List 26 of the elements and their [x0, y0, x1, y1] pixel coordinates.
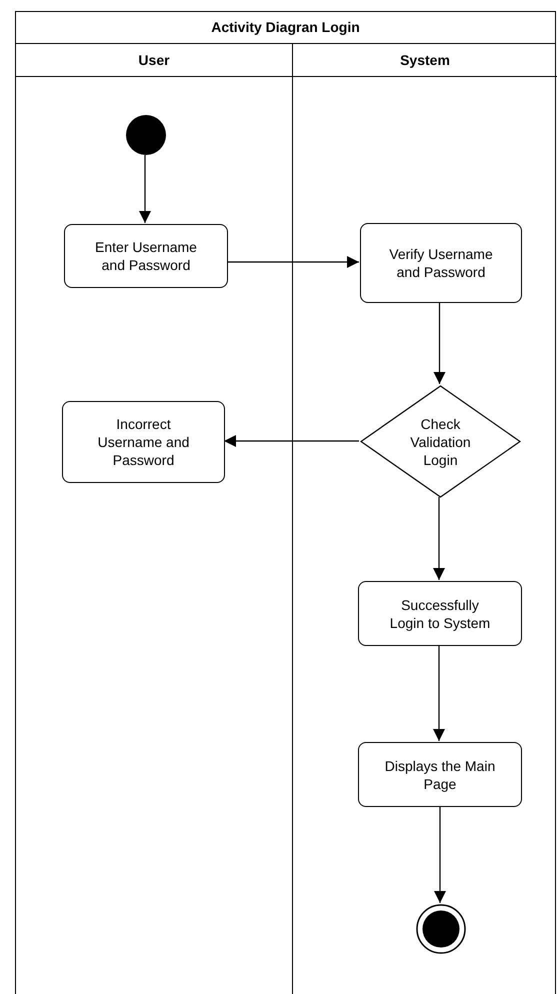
decision-label: Check Validation Login — [409, 414, 472, 468]
decision-diamond — [360, 385, 521, 498]
arrow — [433, 645, 445, 741]
action-label: Successfully Login to System — [388, 596, 492, 632]
action-box — [358, 742, 522, 807]
action-label: Enter Username and Password — [94, 238, 198, 274]
lane-header: System — [400, 50, 450, 70]
action-label: Verify Username and Password — [388, 245, 494, 281]
action-box — [360, 223, 522, 303]
arrow — [224, 435, 359, 447]
action-label: Displays the Main Page — [384, 756, 496, 792]
action-box — [62, 401, 225, 483]
arrow — [139, 155, 151, 223]
swimlane-pool — [15, 11, 556, 994]
arrow — [434, 806, 446, 903]
action-label: Incorrect Username and Password — [96, 415, 190, 469]
swimlane — [16, 44, 293, 994]
arrow — [434, 302, 446, 384]
pool-header: Activity Diagran Login — [211, 18, 360, 37]
final-node — [416, 904, 466, 954]
arrow — [433, 497, 445, 580]
lane-header: User — [138, 50, 170, 70]
initial-node — [125, 114, 167, 156]
arrow — [227, 256, 359, 268]
action-box — [64, 224, 228, 288]
action-box — [358, 581, 522, 646]
